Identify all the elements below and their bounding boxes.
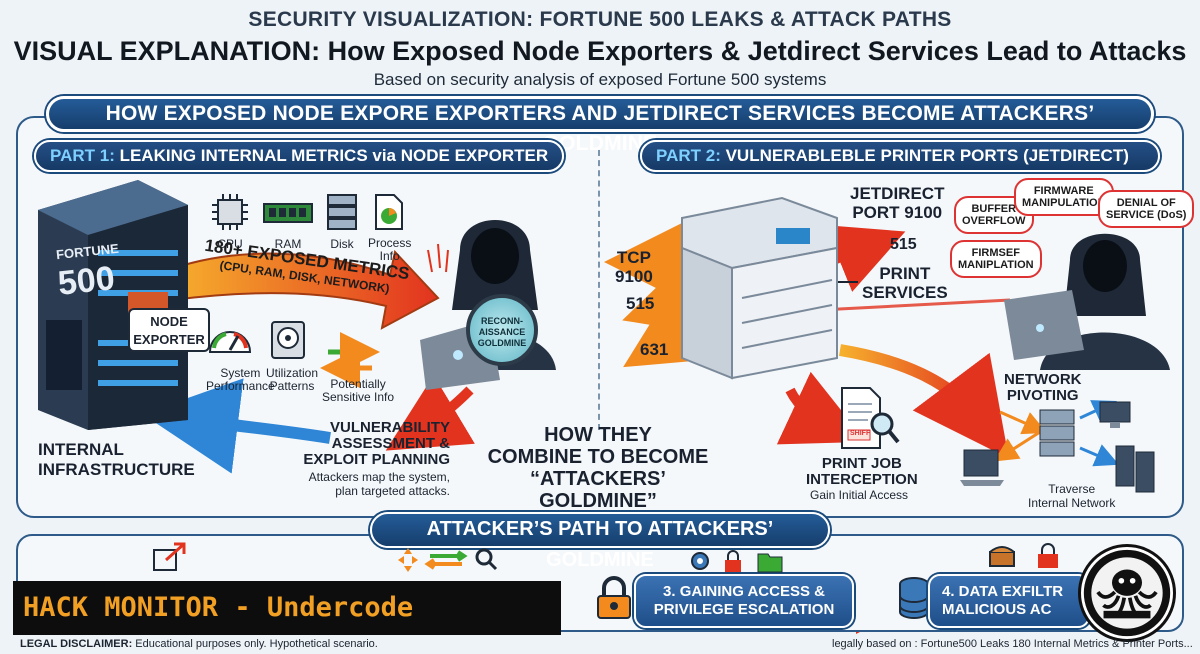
combine-text: HOW THEY COMBINE TO BECOME “ATTACKERS’ G… xyxy=(487,424,709,512)
return-arrow xyxy=(142,378,331,474)
alert-sparks xyxy=(427,243,449,273)
disk-icon-group: Disk xyxy=(322,192,362,251)
network-pivoting-label: NETWORK PIVOTING xyxy=(1004,371,1082,404)
disk-icon xyxy=(327,194,357,230)
node-exporter-line2: EXPORTER xyxy=(133,332,205,347)
database-icon xyxy=(899,577,929,619)
cpu-label: CPU xyxy=(217,237,243,251)
print-job-arrow xyxy=(776,371,867,445)
part2-banner: PART 2: VULNERABLEBLE PRINTER PORTS (JET… xyxy=(640,140,1160,172)
part1-banner: PART 1: LEAKING INTERNAL METRICS via NOD… xyxy=(34,140,564,172)
internal-infrastructure-label: INTERNAL INFRASTRUCTURE xyxy=(38,440,195,479)
attack-path-banner: ATTACKER’S PATH TO ATTACKERS’ GOLDMINE xyxy=(370,512,830,571)
utilization-patterns-label: Utilization Patterns xyxy=(266,366,319,393)
treasure-chest-icon xyxy=(989,546,1015,567)
denial-of-service-bubble: DENIAL OF SERVICE (DoS) xyxy=(1098,190,1195,228)
small-lock-icon xyxy=(725,550,741,572)
gear-icon xyxy=(691,552,709,570)
link-from-pivot xyxy=(999,410,1047,435)
cpu-icon xyxy=(212,194,248,230)
document-stamp: SHIFF xyxy=(850,430,871,437)
laptop-icon xyxy=(960,449,1004,486)
main-banner: HOW EXPOSED NODE EXPORE EXPORTERS AND JE… xyxy=(46,96,1154,155)
sensitive-info-group: Potentially Sensitive Info xyxy=(322,378,394,404)
hack-monitor-watermark: HACK MONITOR - Undercode xyxy=(13,581,561,635)
print-job-title: PRINT JOB INTERCEPTION xyxy=(806,455,918,488)
page-title: VISUAL EXPLANATION: How Exposed Node Exp… xyxy=(13,36,1187,66)
move-icon xyxy=(398,548,418,572)
utilization-patterns-group: Utilization Patterns xyxy=(266,318,318,393)
disclaimer-label: LEGAL DISCLAIMER: xyxy=(20,638,133,650)
padlock-icon xyxy=(597,576,631,619)
ram-icon xyxy=(263,203,313,223)
path-step3-icons xyxy=(691,550,783,573)
tcp-9100-label: TCP 9100 xyxy=(615,248,653,286)
ram-label: RAM xyxy=(274,237,302,251)
part1-prefix: PART 1: xyxy=(50,146,115,165)
part2-prefix: PART 2: xyxy=(656,146,721,165)
port-515-right-label: 515 xyxy=(890,236,917,253)
desktop-icon xyxy=(1099,401,1131,428)
process-info-icon-group: Process Info xyxy=(368,192,411,263)
pivot-arrow xyxy=(839,344,1009,459)
print-services-label: PRINT SERVICES xyxy=(862,264,948,302)
system-performance-group: System Performance xyxy=(206,318,275,393)
traverse-label: Traverse Internal Network xyxy=(1028,482,1116,510)
firmware-manipulation-bubble: FIRMWARE MANIPULATION xyxy=(1014,178,1114,216)
path-step2-icons xyxy=(398,548,498,572)
path-step3: 3. GAINING ACCESS & PRIVILEGE ESCALATION xyxy=(634,574,854,628)
node-exporter-box: NODE EXPORTER xyxy=(128,308,210,352)
ram-icon-group: RAM xyxy=(262,200,314,251)
port-631-label: 631 xyxy=(640,340,669,359)
vuln-desc: Attackers map the system, plan targeted … xyxy=(308,470,450,498)
source-note: legally based on : Fortune500 Leaks 180 … xyxy=(832,638,1193,650)
system-performance-label: System Performance xyxy=(206,366,275,393)
disk-label: Disk xyxy=(330,237,354,251)
jetdirect-label: JETDIRECT PORT 9100 xyxy=(850,184,945,222)
firmware-manipulation-2-bubble: FIRMSEF MANIPLATION xyxy=(950,240,1042,278)
part1-title: LEAKING INTERNAL METRICS via NODE EXPORT… xyxy=(114,146,549,165)
hacker-right-icon xyxy=(1004,233,1170,370)
header-kicker: SECURITY VISUALIZATION: FORTUNE 500 LEAK… xyxy=(248,8,952,31)
sensitive-info-label: Potentially Sensitive Info xyxy=(322,377,395,404)
network-devices xyxy=(960,401,1155,493)
network-switch-icon xyxy=(1039,409,1075,457)
cpu-icon-group: CPU xyxy=(210,192,250,251)
lock-icon xyxy=(1038,543,1058,568)
node-exporter-line1: NODE xyxy=(150,314,188,329)
octopus-logo-icon xyxy=(1078,544,1176,642)
link-to-servers xyxy=(1079,444,1120,467)
vuln-title: VULNERABILITY ASSESSMENT & EXPLOIT PLANN… xyxy=(303,419,450,468)
servers-icon xyxy=(1115,445,1155,493)
buffer-overflow-bubble: BUFFER OVERFLOW xyxy=(954,196,1034,234)
legal-disclaimer: LEGAL DISCLAIMER: Educational purposes o… xyxy=(20,638,378,650)
path-step4: 4. DATA EXFILTR MALICIOUS AC xyxy=(928,574,1090,628)
part-divider xyxy=(598,150,600,430)
search-icon xyxy=(475,548,498,571)
external-link-icon xyxy=(153,542,186,571)
server-brand-line2: 500 xyxy=(56,259,117,303)
port-515-left-label: 515 xyxy=(626,294,655,313)
print-job-desc: Gain Initial Access xyxy=(810,488,909,502)
folder-icon xyxy=(757,553,783,573)
process-info-label: Process Info xyxy=(368,236,412,263)
process-info-icon xyxy=(375,194,403,230)
recon-badge: RECONN- AISSANCE GOLDMINE xyxy=(466,294,538,366)
disclaimer-text: Educational purposes only. Hypothetical … xyxy=(132,638,378,650)
transfer-arrows-icon xyxy=(424,550,468,570)
to-vuln-arrow xyxy=(385,375,475,451)
page-subtitle: Based on security analysis of exposed Fo… xyxy=(373,70,827,89)
gauge-icon xyxy=(208,331,252,353)
hard-drive-icon xyxy=(271,321,305,359)
part2-title: VULNERABLEBLE PRINTER PORTS (JETDIRECT) xyxy=(720,146,1129,165)
server-rack-icon xyxy=(38,180,188,430)
document-magnifier-icon xyxy=(841,387,900,449)
path-step4-icons xyxy=(989,543,1058,568)
link-to-laptop xyxy=(993,430,1041,462)
printer-icon xyxy=(681,196,838,380)
laser-beam xyxy=(819,298,1011,312)
metrics-arrow xyxy=(166,249,440,330)
